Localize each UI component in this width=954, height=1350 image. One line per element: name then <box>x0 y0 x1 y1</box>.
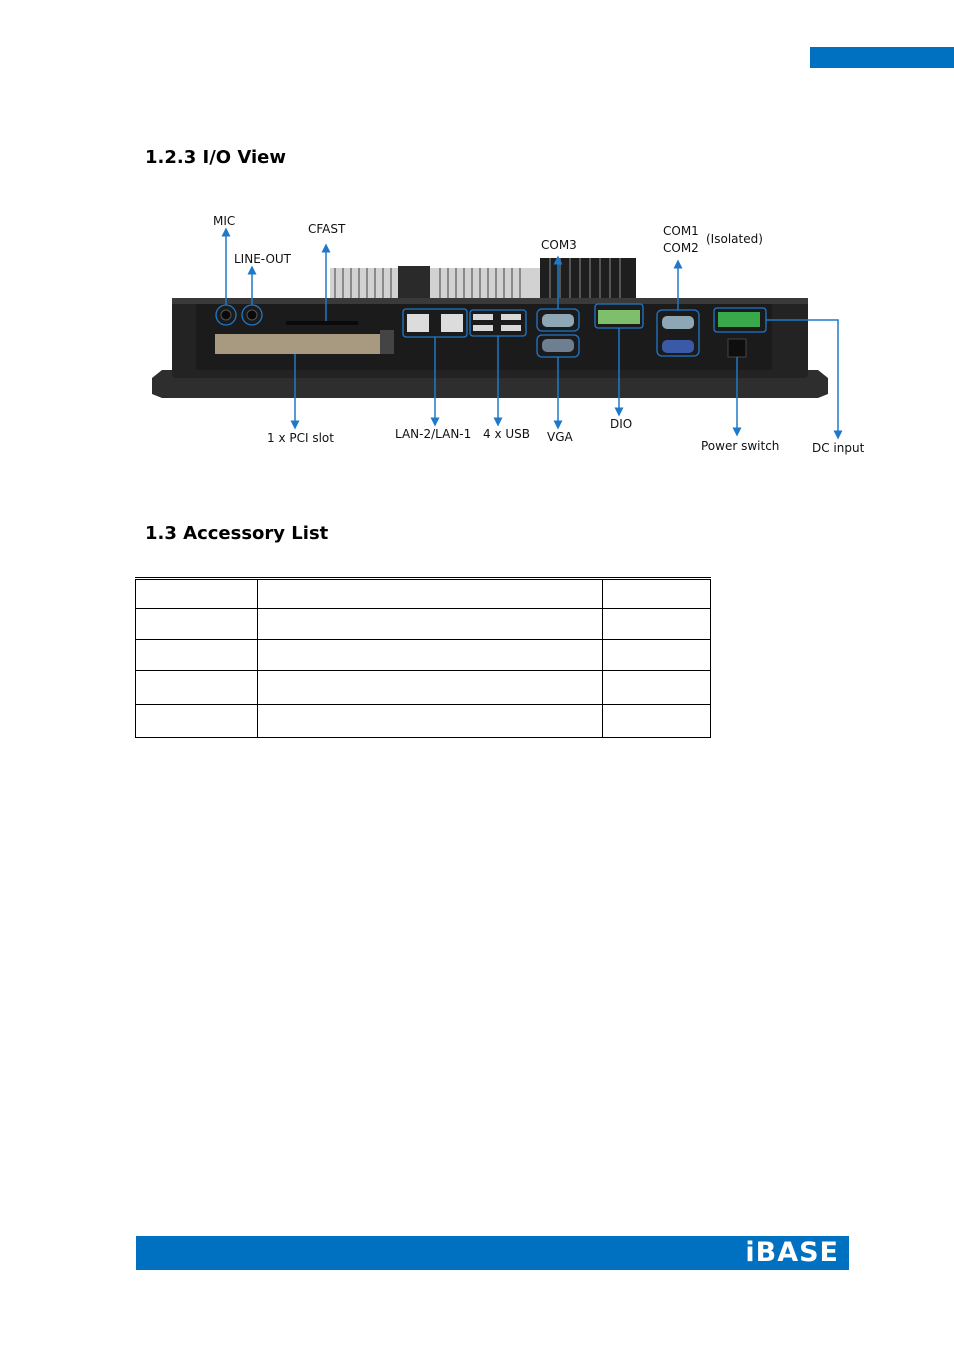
table-row <box>135 704 711 738</box>
accessory-table <box>135 577 711 738</box>
label-usb: 4 x USB <box>483 427 530 441</box>
table-row <box>135 670 711 705</box>
io-view-diagram: MIC LINE-OUT CFAST COM3 COM1 COM2 (Isola… <box>152 214 865 455</box>
table-cell <box>135 577 258 609</box>
label-com2: COM2 <box>663 241 699 255</box>
table-cell <box>135 704 258 738</box>
table-cell <box>257 608 603 640</box>
callout-arrows <box>221 227 843 440</box>
label-com3: COM3 <box>541 238 577 252</box>
label-lan: LAN-2/LAN-1 <box>395 427 471 441</box>
cfast-slot <box>286 321 358 325</box>
pci-slot-cover <box>215 334 393 354</box>
mic-jack <box>220 309 232 321</box>
label-line-out: LINE-OUT <box>234 252 292 266</box>
heatsink-graphic <box>330 258 636 300</box>
ibase-logo: iBASE <box>745 1237 839 1268</box>
table-cell <box>135 608 258 640</box>
table-cell <box>602 704 711 738</box>
label-mic: MIC <box>213 214 235 228</box>
label-power-switch: Power switch <box>701 439 779 453</box>
power-switch <box>727 338 747 358</box>
table-cell <box>602 577 711 609</box>
io-view-figure: MIC LINE-OUT CFAST COM3 COM1 COM2 (Isola… <box>140 200 880 470</box>
lan-port-2 <box>407 314 429 332</box>
com2-port <box>662 340 694 353</box>
table-cell <box>135 639 258 671</box>
label-com1: COM1 <box>663 224 699 238</box>
dc-input-terminal <box>718 312 760 327</box>
label-vga: VGA <box>547 430 574 444</box>
table-row <box>135 608 711 640</box>
label-dc-input: DC input <box>812 441 865 455</box>
io-view-heading: 1.2.3 I/O View <box>145 147 286 168</box>
table-cell <box>602 639 711 671</box>
label-pci-slot: 1 x PCI slot <box>267 431 334 445</box>
table-cell <box>257 639 603 671</box>
table-cell <box>257 577 603 609</box>
table-cell <box>602 670 711 705</box>
table-row <box>135 639 711 671</box>
vga-port <box>542 339 574 352</box>
usb-ports <box>473 314 521 331</box>
label-isolated: (Isolated) <box>706 232 763 246</box>
header-accent-bar <box>810 47 954 68</box>
accessory-list-heading: 1.3 Accessory List <box>145 523 329 544</box>
table-cell <box>257 704 603 738</box>
com1-port <box>662 316 694 329</box>
table-row <box>135 577 711 609</box>
lan-port-1 <box>441 314 463 332</box>
label-cfast: CFAST <box>308 222 346 236</box>
line-out-jack <box>246 309 258 321</box>
dio-terminal <box>598 310 640 324</box>
label-dio: DIO <box>610 417 632 431</box>
table-cell <box>602 608 711 640</box>
com3-port <box>542 314 574 327</box>
table-cell <box>135 670 258 705</box>
footer-bar: iBASE <box>136 1236 849 1270</box>
table-cell <box>257 670 603 705</box>
